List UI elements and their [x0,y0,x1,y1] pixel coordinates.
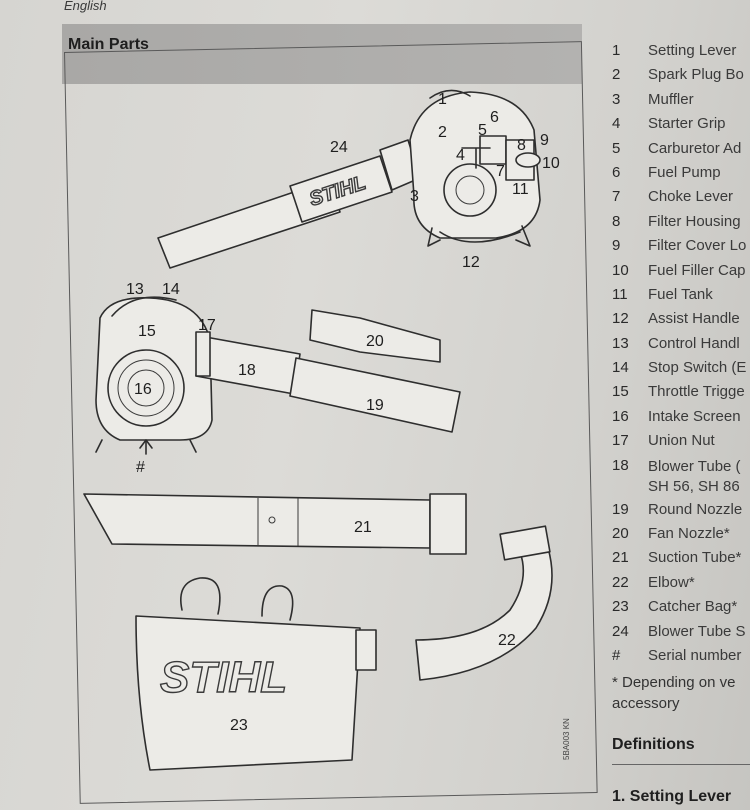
callout-23: 23 [230,717,248,734]
control-handle-shape [111,296,177,317]
bag-strap-left [180,577,221,615]
callout-14: 14 [162,281,180,298]
fuel-filler-cap-shape [515,152,541,168]
callout-7: 7 [496,163,505,180]
section-header-bar [62,24,582,84]
blower-tube-upper [289,155,393,223]
fan-housing-top [443,163,497,217]
callout-9: 9 [540,132,549,149]
definitions-rule [612,764,750,765]
legend-item: #Serial number [612,646,742,664]
suction-tube-21 [83,493,431,549]
callout-15: 15 [138,323,156,340]
bag-strap-right [261,585,294,621]
round-nozzle-19 [289,357,461,433]
footnote: * Depending on ve accessory [612,674,736,712]
callout-1: 1 [438,91,447,108]
union-nut-17 [195,331,211,377]
brand-logo-bag: STIHL [160,653,287,702]
callout-3: 3 [410,188,419,205]
section-title: Main Parts [68,36,149,53]
blower-side-view [95,296,461,455]
blower-top-view: STIHL [157,89,541,269]
starter-grip-shape [461,147,491,169]
parts-illustration: STIHL [83,89,560,771]
callout-4: 4 [456,147,465,164]
suction-tube-group [83,493,467,555]
definitions-heading: Definitions [612,736,695,753]
catcher-bag-group: STIHL [135,577,377,771]
callout-22: 22 [498,632,516,649]
callout-16: 16 [134,381,152,398]
callout-19: 19 [366,397,384,414]
callout-2: 2 [438,124,447,141]
callout-8: 8 [517,137,526,154]
elbow-22 [415,547,553,681]
setting-lever-shape [429,89,471,99]
callout-24: 24 [330,139,348,156]
callout-11: 11 [512,181,529,198]
callout-serial: # [136,459,145,476]
callout-20: 20 [366,333,384,350]
catcher-bag-23 [135,615,361,771]
intake-screen-shape [107,349,185,427]
fan-nozzle-20 [309,309,441,363]
callout-6: 6 [490,109,499,126]
assist-handle-shape [439,231,521,243]
callout-21: 21 [354,519,372,536]
callout-10: 10 [542,155,560,172]
definition-item: 1. Setting Lever [612,788,732,805]
callout-5: 5 [478,122,487,139]
callout-17: 17 [198,317,216,334]
elbow-group [415,525,553,681]
callout-13: 13 [126,281,144,298]
callout-18: 18 [238,362,256,379]
callout-12: 12 [462,254,480,271]
language-label: English [64,0,107,13]
figure-code: 5BA003 KN [562,718,571,760]
